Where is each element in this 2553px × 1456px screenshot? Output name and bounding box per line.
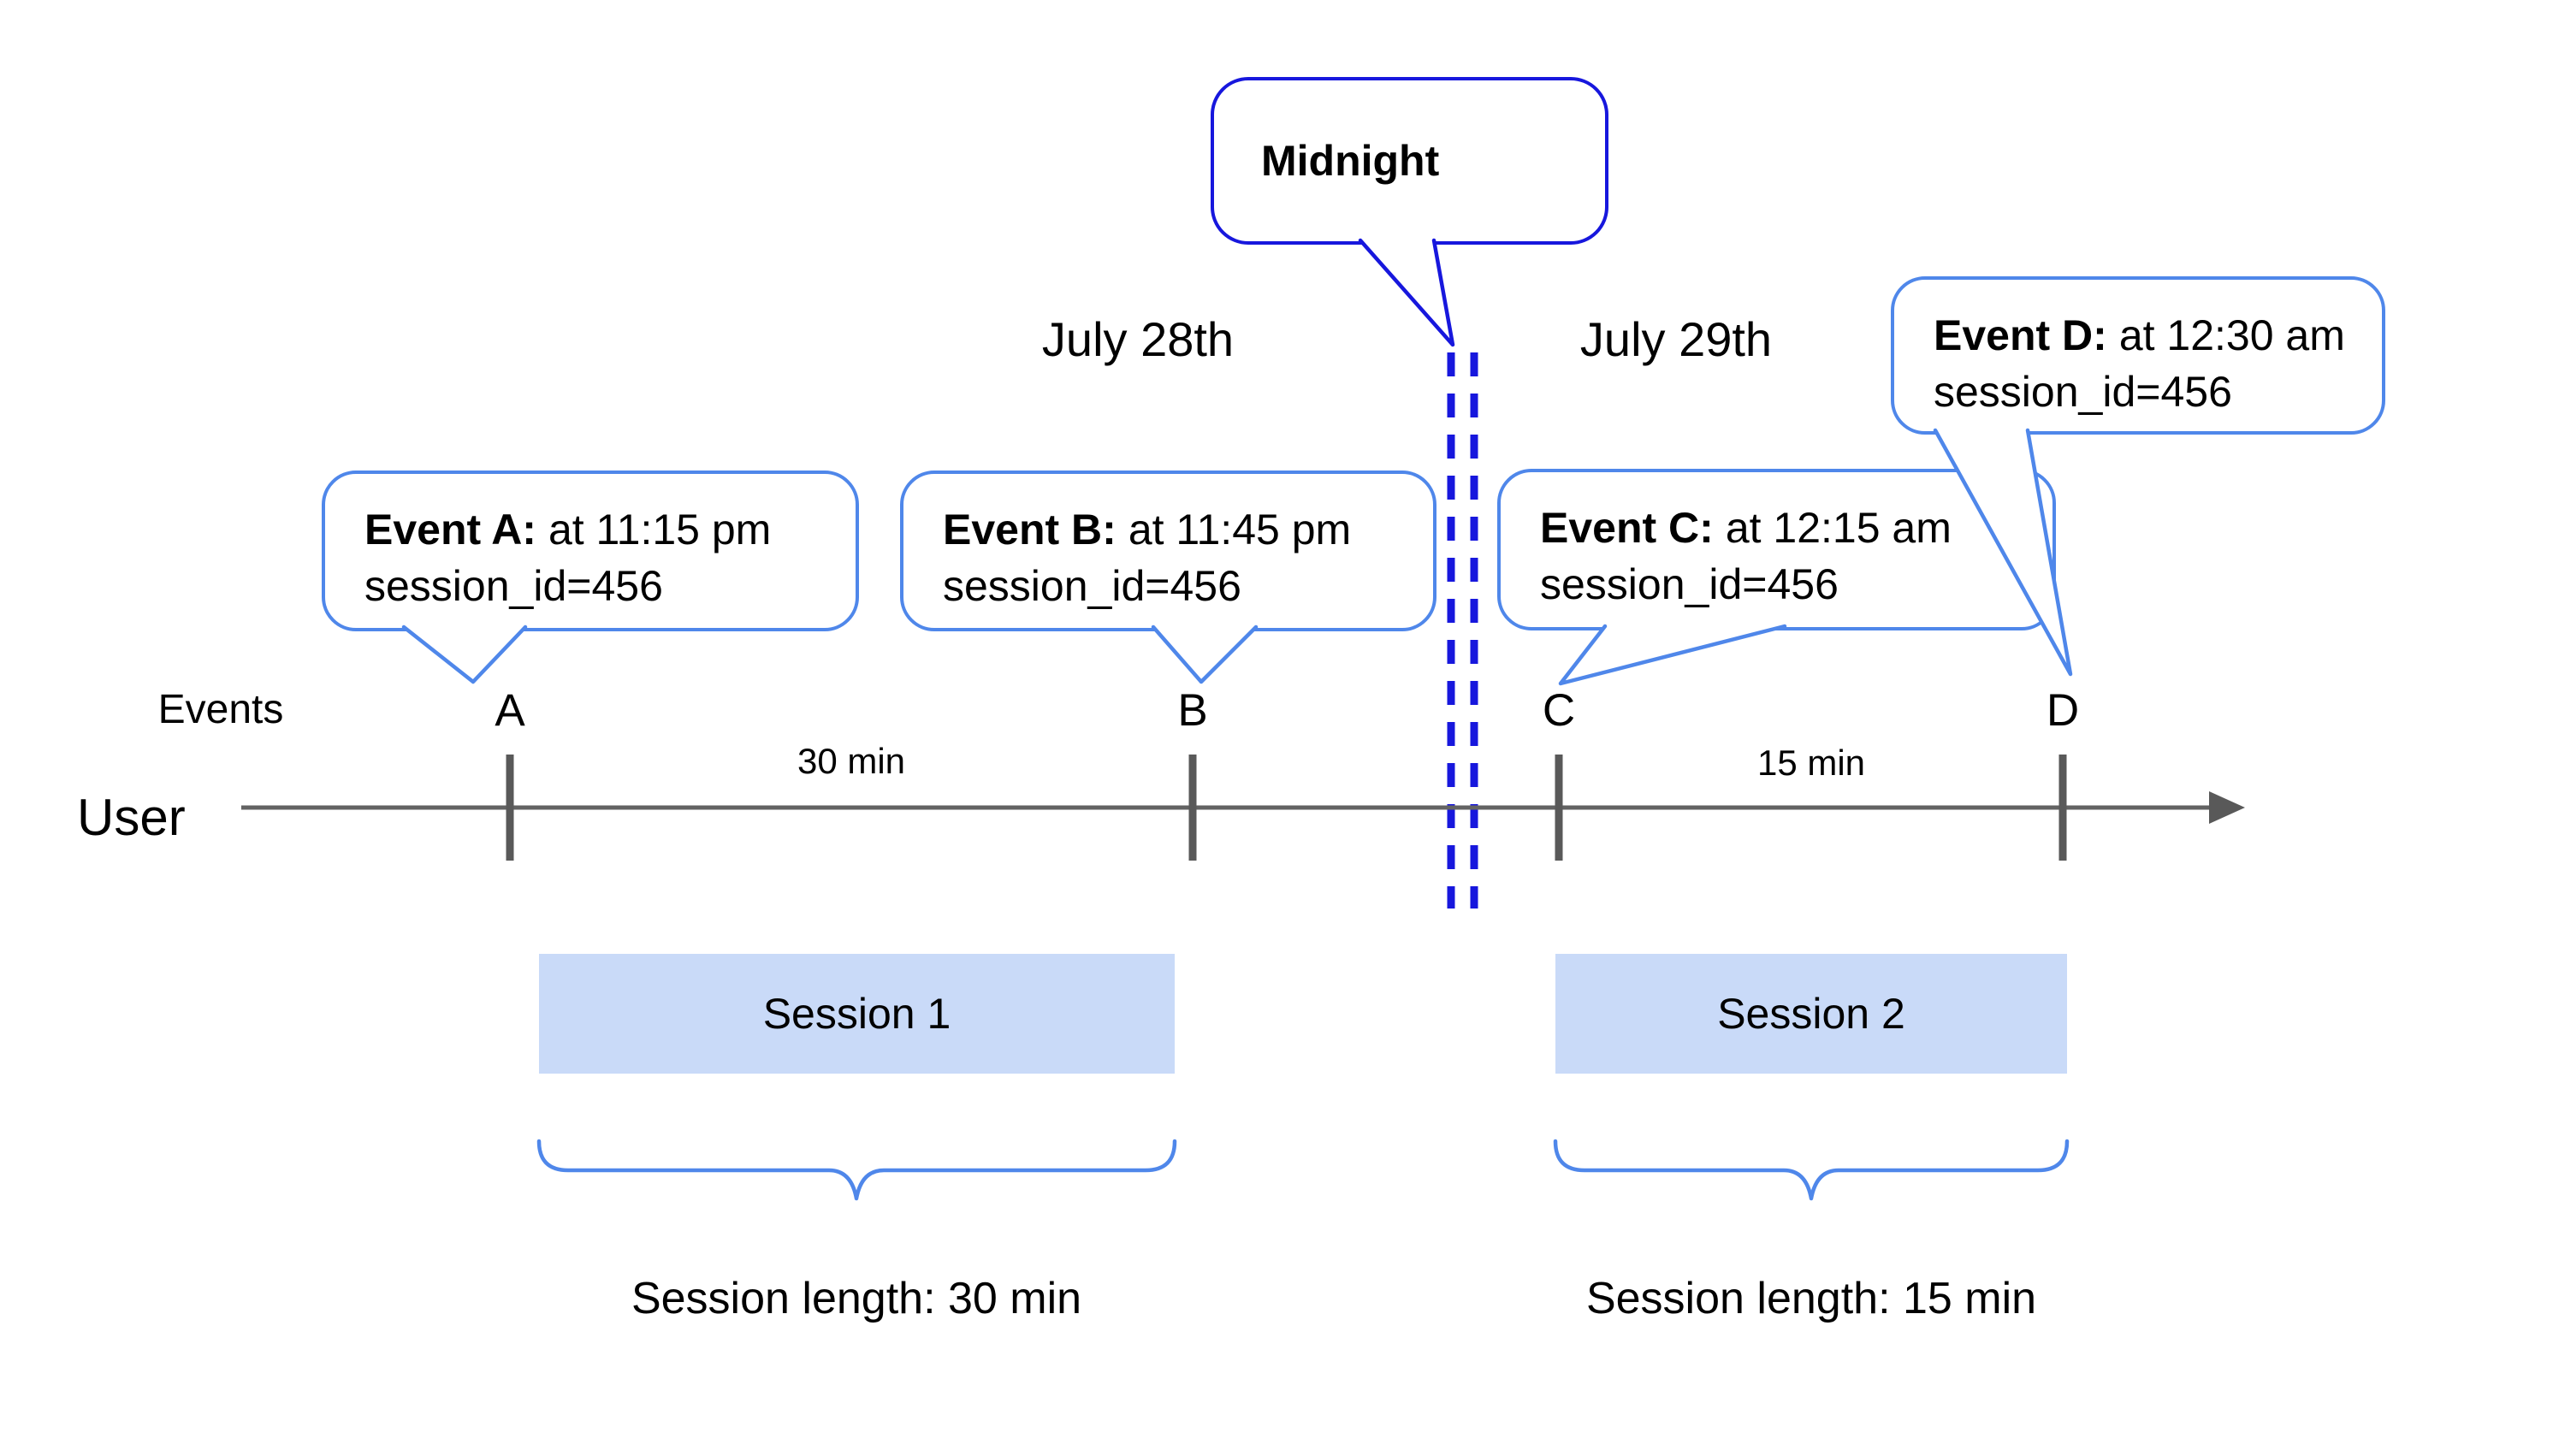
event-a-callout-line1: Event A: at 11:15 pm — [364, 501, 821, 558]
event-c-callout-time: at 12:15 am — [1725, 504, 1952, 552]
event-c-callout-line1: Event C:at 12:15 am — [1540, 500, 2018, 556]
event-b-callout-line1: Event B:at 11:45 pm — [943, 501, 1399, 558]
day-label-july-29: July 29th — [1579, 312, 1773, 366]
event-a-callout-title: Event A: — [364, 506, 536, 553]
tick-event-c — [1555, 755, 1563, 861]
event-b-callout-title: Event B: — [943, 506, 1117, 553]
event-a-callout-session: session_id=456 — [364, 562, 663, 610]
event-c-callout-title: Event C: — [1540, 504, 1714, 552]
event-d-callout-line1: Event D:at 12:30 am — [1934, 307, 2348, 364]
event-letter-b: B — [1177, 685, 1208, 736]
gap-label-15-min: 15 min — [1756, 743, 1866, 783]
gap-label-30-min: 30 min — [797, 741, 906, 781]
session-2-box: Session 2 — [1555, 954, 2067, 1074]
event-letter-d: D — [2046, 685, 2080, 736]
tick-event-b — [1188, 755, 1197, 861]
event-c-callout: Event C:at 12:15 am session_id=456 — [1497, 469, 2056, 630]
session-1-brace — [536, 1139, 1177, 1201]
event-c-callout-session: session_id=456 — [1540, 560, 1839, 608]
midnight-callout: Midnight — [1211, 77, 1608, 245]
event-a-callout: Event A: at 11:15 pm session_id=456 — [322, 471, 859, 631]
event-letter-c: C — [1542, 685, 1576, 736]
midnight-callout-label: Midnight — [1261, 137, 1440, 185]
session-1-length-label: Session length: 30 min — [631, 1274, 1082, 1323]
event-letter-a: A — [495, 685, 525, 736]
session-2-label: Session 2 — [1717, 990, 1905, 1038]
session-2-brace — [1553, 1139, 2070, 1201]
session-1-label: Session 1 — [762, 990, 951, 1038]
event-d-callout-time: at 12:30 am — [2118, 311, 2345, 359]
event-b-callout: Event B:at 11:45 pm session_id=456 — [900, 471, 1436, 631]
tick-event-d — [2058, 755, 2067, 861]
event-b-callout-session: session_id=456 — [943, 562, 1241, 610]
event-d-callout: Event D:at 12:30 am session_id=456 — [1891, 276, 2385, 435]
day-label-july-28: July 28th — [1041, 312, 1235, 366]
events-row-label: Events — [157, 687, 284, 732]
user-line-label: User — [77, 789, 186, 846]
event-d-callout-title: Event D: — [1934, 311, 2107, 359]
event-a-callout-time: at 11:15 pm — [548, 506, 772, 553]
event-d-callout-session: session_id=456 — [1934, 368, 2232, 416]
timeline-arrowhead — [2209, 791, 2245, 824]
session-2-length-label: Session length: 15 min — [1585, 1274, 2037, 1323]
session-1-box: Session 1 — [539, 954, 1175, 1074]
tick-event-a — [506, 755, 514, 861]
event-b-callout-time: at 11:45 pm — [1128, 506, 1352, 553]
